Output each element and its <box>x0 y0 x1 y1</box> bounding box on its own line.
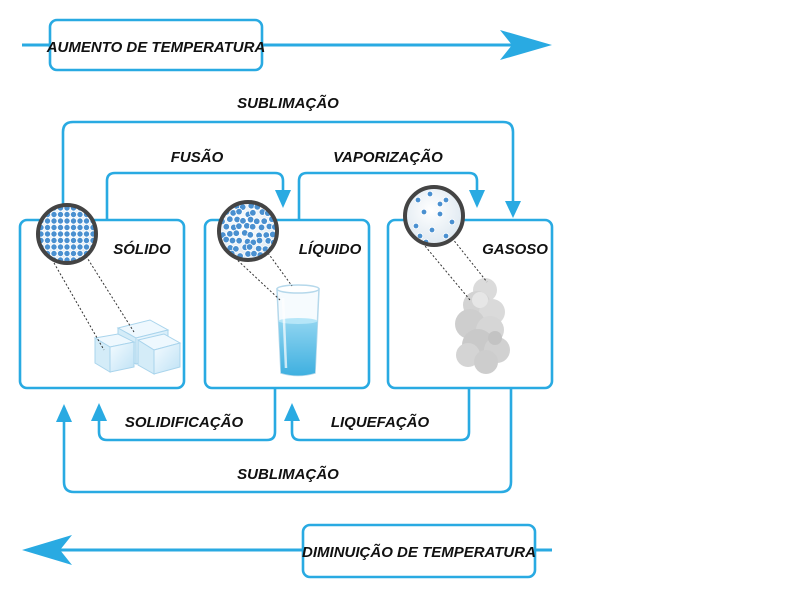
particle-dot <box>437 211 443 217</box>
liquefaction-label: LIQUEFAÇÃO <box>331 413 430 431</box>
particle-dot <box>227 216 234 223</box>
gas-particles-magnifier <box>405 187 463 245</box>
particle-dot <box>437 201 443 207</box>
particle-dot <box>51 224 57 230</box>
particle-dot <box>57 250 63 256</box>
particle-dot <box>77 224 83 230</box>
particle-dot <box>236 223 243 230</box>
gas-state-label: GASOSO <box>482 241 548 258</box>
particle-dot <box>57 218 63 224</box>
particle-dot <box>236 237 243 244</box>
particle-dot <box>415 197 421 203</box>
particle-dot <box>51 244 57 250</box>
particle-dot <box>64 250 70 256</box>
particle-dot <box>77 211 83 217</box>
particle-dot <box>223 223 230 230</box>
temperature-decrease-label: DIMINUIÇÃO DE TEMPERATURA <box>302 543 536 561</box>
sublimation-top-label: SUBLIMAÇÃO <box>237 94 339 112</box>
particle-dot <box>38 205 44 211</box>
particle-dot <box>443 233 449 239</box>
particle-dot <box>57 224 63 230</box>
particle-dot <box>258 224 265 231</box>
particle-dot <box>64 211 70 217</box>
particle-dot <box>249 223 256 230</box>
particle-dot <box>443 197 449 203</box>
particle-dot <box>77 237 83 243</box>
particle-dot <box>247 231 254 238</box>
particle-dot <box>57 211 63 217</box>
particle-dot <box>83 231 89 237</box>
particle-dot <box>83 237 89 243</box>
sublimation-bottom-label: SUBLIMAÇÃO <box>237 465 339 483</box>
particle-dot <box>70 250 76 256</box>
particle-dot <box>70 231 76 237</box>
particle-dot <box>77 231 83 237</box>
water-glass-illustration <box>277 285 319 376</box>
particle-dot <box>77 250 83 256</box>
particle-dot <box>83 244 89 250</box>
particle-dot <box>269 202 276 209</box>
particle-dot <box>57 231 63 237</box>
particle-dot <box>57 237 63 243</box>
fusion-label: FUSÃO <box>171 148 224 166</box>
particle-dot <box>246 244 253 251</box>
temperature-increase-label: AUMENTO DE TEMPERATURA <box>46 39 266 56</box>
particle-dot <box>44 237 50 243</box>
particle-dot <box>261 218 268 225</box>
particle-dot <box>256 237 263 244</box>
liquid-particles-magnifier <box>219 201 279 260</box>
particle-dot <box>70 211 76 217</box>
particle-dot <box>44 244 50 250</box>
vaporization-label: VAPORIZAÇÃO <box>333 148 443 166</box>
particle-dot <box>250 210 257 217</box>
liquid-state-label: LÍQUIDO <box>299 241 362 258</box>
solidification-label: SOLIDIFICAÇÃO <box>125 413 244 431</box>
particle-dot <box>44 224 50 230</box>
particle-dot <box>51 237 57 243</box>
particle-dot <box>421 209 427 215</box>
particle-dot <box>51 231 57 237</box>
particle-dot <box>220 203 227 210</box>
particle-dot <box>70 237 76 243</box>
particle-dot <box>449 219 455 225</box>
particle-dot <box>64 244 70 250</box>
particle-dot <box>51 211 57 217</box>
particle-dot <box>413 223 419 229</box>
particle-dot <box>70 244 76 250</box>
particle-dot <box>64 237 70 243</box>
particle-dot <box>51 250 57 256</box>
particle-dot <box>233 230 240 237</box>
particle-dot <box>57 244 63 250</box>
particle-dot <box>51 218 57 224</box>
particle-dot <box>77 244 83 250</box>
particle-dot <box>427 191 433 197</box>
particle-dot <box>64 218 70 224</box>
solid-particles-magnifier <box>38 205 96 263</box>
particle-dot <box>44 231 50 237</box>
particle-dot <box>83 224 89 230</box>
particle-dot <box>236 208 243 215</box>
particle-dot <box>90 205 96 211</box>
particle-dot <box>64 224 70 230</box>
particle-dot <box>83 218 89 224</box>
particle-dot <box>223 236 230 243</box>
particle-dot <box>70 224 76 230</box>
particle-dot <box>227 231 234 238</box>
particle-dot <box>229 237 236 244</box>
solid-state-label: SÓLIDO <box>113 240 171 258</box>
particle-dot <box>44 218 50 224</box>
particle-dot <box>251 250 258 257</box>
particle-dot <box>429 227 435 233</box>
particle-dot <box>64 231 70 237</box>
particle-dot <box>77 218 83 224</box>
particle-dot <box>70 218 76 224</box>
particle-dot <box>247 216 254 223</box>
